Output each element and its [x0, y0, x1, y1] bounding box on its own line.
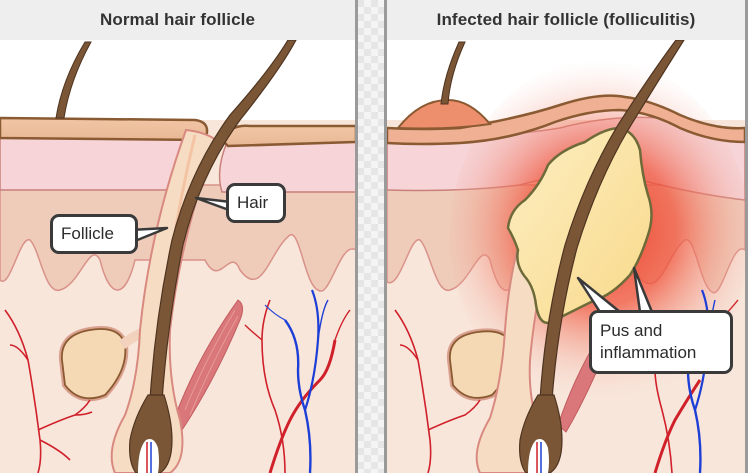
skin-surface — [0, 116, 209, 142]
panel-title: Infected hair follicle (folliculitis) — [387, 0, 745, 40]
capillaries-left — [4, 309, 93, 473]
blood-vessels — [244, 289, 351, 473]
panel-infected-follicle: Infected hair follicle (folliculitis) — [384, 0, 748, 473]
small-hair — [55, 41, 92, 119]
panel-normal-follicle: Normal hair follicle — [0, 0, 358, 473]
panel-title: Normal hair follicle — [0, 0, 355, 40]
infected-follicle-illustration — [387, 40, 745, 473]
hair-label: Hair — [226, 183, 286, 223]
follicle-label: Follicle — [50, 214, 138, 254]
normal-follicle-illustration — [0, 40, 355, 473]
pus-inflammation-label: Pus and inflammation — [589, 310, 733, 374]
epidermis-layer — [0, 134, 195, 191]
small-hair — [440, 41, 466, 105]
skin-surface — [387, 94, 745, 146]
pustule-bump — [396, 98, 492, 130]
capillaries-left — [394, 309, 481, 473]
